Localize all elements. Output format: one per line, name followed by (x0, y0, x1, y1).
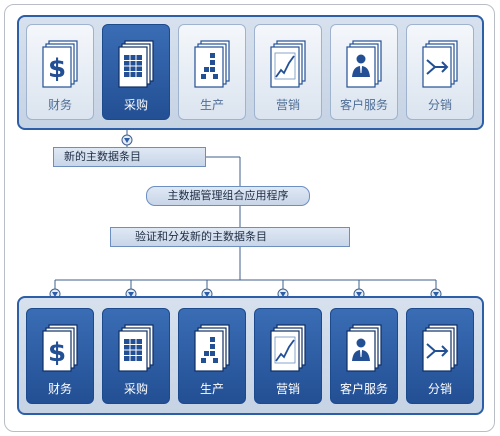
module-label: 客户服务 (339, 98, 388, 112)
arrow-down-icon (121, 134, 133, 146)
dollar-icon: $ (42, 324, 78, 372)
module-card-distribution: 分销 (406, 24, 474, 120)
module-label: 营销 (275, 382, 300, 396)
module-label: 生产 (199, 382, 224, 396)
arrow-icon (422, 40, 458, 88)
module-card-customer-service: 客户服务 (330, 24, 398, 120)
verify-distribute-bar: 验证和分发新的主数据条目 (110, 227, 350, 247)
svg-text:$: $ (48, 54, 66, 84)
module-card-finance: $ 财务 (26, 308, 94, 404)
source-systems-tray: $ 财务 采购 生产 (17, 15, 484, 130)
grid-icon (118, 324, 154, 372)
chart-line-icon (270, 40, 306, 88)
new-entry-bar: 新的主数据条目 (53, 147, 206, 167)
chart-line-icon (270, 324, 306, 372)
target-systems-tray: $ 财务 采购 生产 (17, 296, 484, 415)
blocks-icon (194, 324, 230, 372)
module-label: 分销 (427, 98, 452, 112)
arrow-icon (422, 324, 458, 372)
module-label: 采购 (123, 382, 148, 396)
mdm-application-pill: 主数据管理组合应用程序 (146, 186, 310, 206)
svg-text:$: $ (48, 338, 66, 368)
module-label: 营销 (275, 98, 300, 112)
module-label: 分销 (427, 382, 452, 396)
module-card-finance: $ 财务 (26, 24, 94, 120)
person-icon (346, 324, 382, 372)
module-label: 生产 (199, 98, 224, 112)
module-label: 客户服务 (339, 382, 388, 396)
module-card-marketing: 营销 (254, 308, 322, 404)
grid-icon (118, 40, 154, 88)
module-label: 财务 (47, 98, 72, 112)
module-card-customer-service: 客户服务 (330, 308, 398, 404)
module-label: 财务 (47, 382, 72, 396)
module-card-production: 生产 (178, 24, 246, 120)
dollar-icon: $ (42, 40, 78, 88)
module-card-marketing: 营销 (254, 24, 322, 120)
blocks-icon (194, 40, 230, 88)
module-card-distribution: 分销 (406, 308, 474, 404)
module-card-production: 生产 (178, 308, 246, 404)
module-label: 采购 (123, 98, 148, 112)
module-card-purchasing: 采购 (102, 24, 170, 120)
module-card-purchasing: 采购 (102, 308, 170, 404)
person-icon (346, 40, 382, 88)
